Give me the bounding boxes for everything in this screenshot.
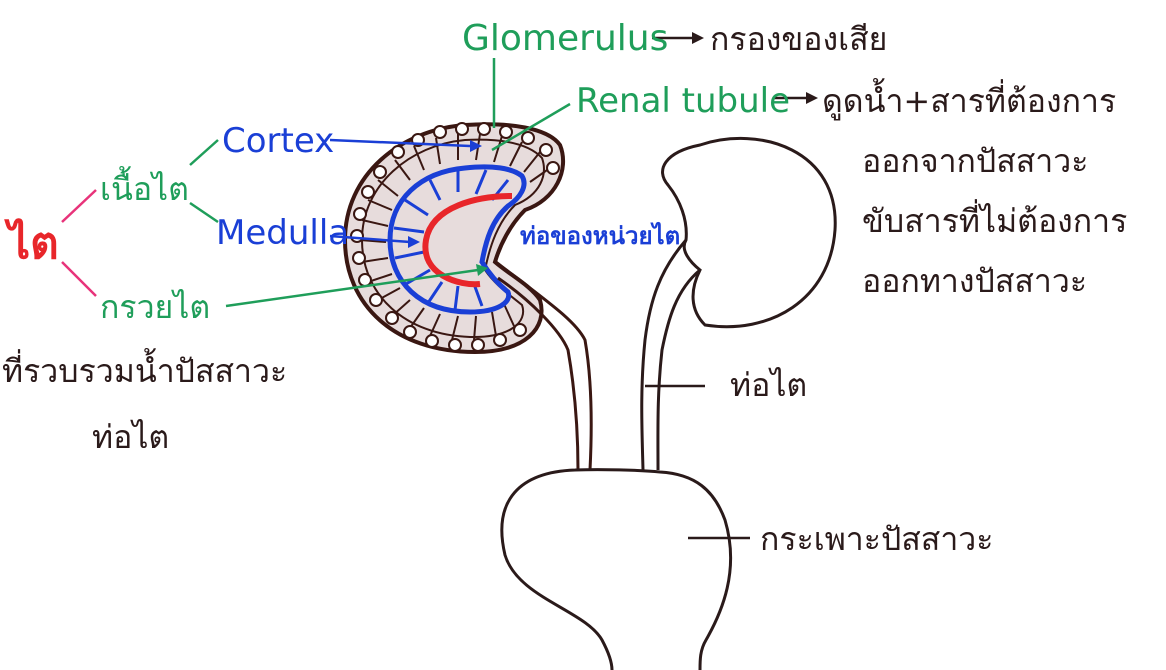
right-kidney-outline	[663, 138, 836, 326]
label-glomerulus-desc: กรองของเสีย	[710, 20, 887, 58]
label-kidney: ไต	[4, 217, 59, 269]
label-renal-tubule-desc-2: ออกจากปัสสาวะ	[862, 142, 1088, 180]
label-renal-tubule: Renal tubule	[576, 81, 790, 121]
kidney-cross-section	[345, 123, 591, 470]
label-medulla: Medulla	[216, 213, 349, 253]
label-kidney-tissue: เนื้อไต	[100, 166, 189, 208]
label-cortex: Cortex	[222, 121, 334, 161]
label-glomerulus: Glomerulus	[462, 18, 668, 59]
bladder-outline	[502, 470, 731, 670]
label-renal-tubule-desc-3: ขับสารที่ไม่ต้องการ	[862, 199, 1127, 240]
label-ureter: ท่อไต	[730, 366, 807, 404]
label-renal-tubule-desc-1: ดูดน้ำ+สารที่ต้องการ	[822, 78, 1116, 121]
label-renal-pelvis-desc-2: ท่อไต	[92, 418, 169, 456]
right-ureter-outer	[642, 240, 686, 470]
label-renal-pelvis-desc-1: ที่รวบรวมน้ำปัสสาวะ	[2, 348, 287, 390]
label-renal-tubule-desc-4: ออกทางปัสสาวะ	[862, 262, 1087, 300]
label-renal-pelvis: กรวยไต	[100, 288, 210, 326]
label-nephron-tubule: ท่อของหน่วยไต	[520, 221, 680, 250]
label-bladder: กระเพาะปัสสาวะ	[760, 520, 993, 558]
